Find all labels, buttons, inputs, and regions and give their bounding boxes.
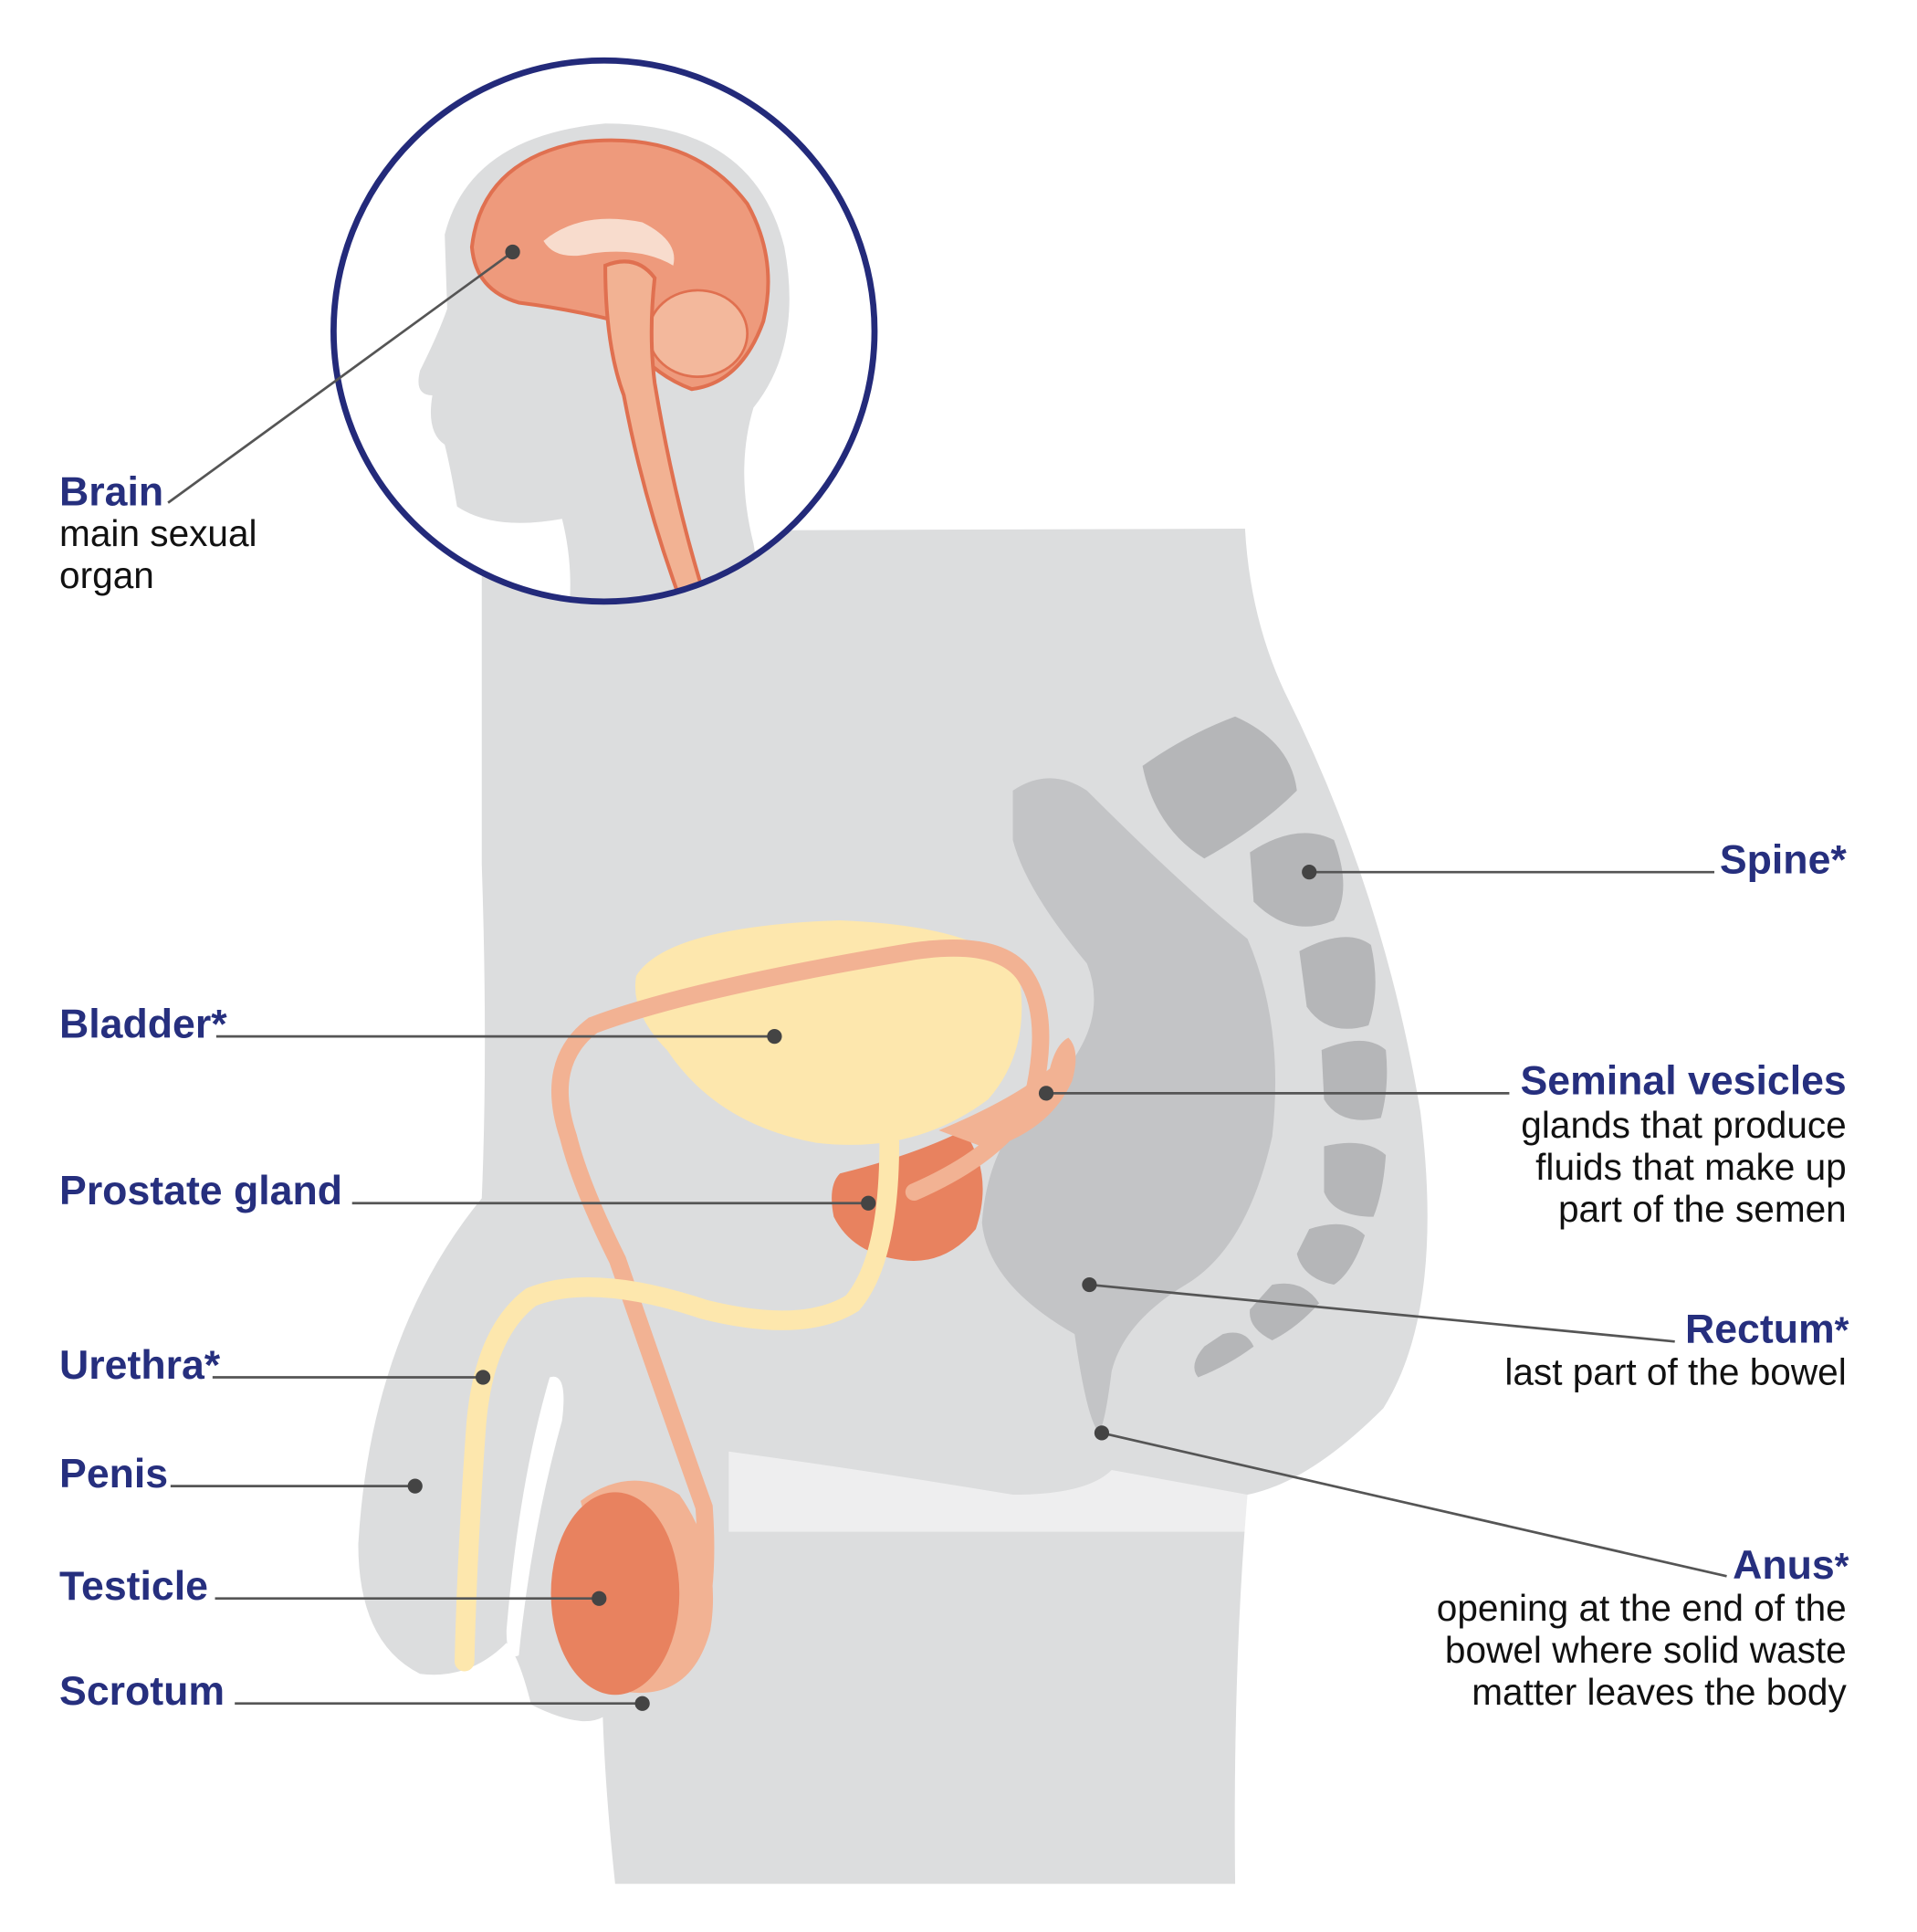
testicle-shape	[550, 1492, 680, 1696]
label-anus-desc: matter leaves the body	[1472, 1671, 1847, 1713]
label-testicle: Testicle	[59, 1564, 208, 1609]
spine-vertebrae	[1142, 716, 1388, 1378]
leg-gap	[506, 1376, 564, 1657]
vas-deferens	[550, 939, 1050, 1652]
label-seminal-vesicles-desc: part of the semen	[1558, 1188, 1847, 1230]
label-brain-desc: main sexual	[59, 512, 257, 554]
label-anus-desc: bowel where solid waste	[1445, 1629, 1847, 1671]
seminal-vesicle-shape	[938, 1037, 1076, 1150]
label-brain-title: Brain	[59, 469, 163, 514]
brainstem-spinal-cord	[603, 259, 705, 593]
cerebellum-shape	[647, 289, 749, 378]
label-brain-desc: organ	[59, 554, 154, 596]
urethra-tube	[455, 1132, 900, 1672]
label-urethra: Urethra*	[59, 1343, 221, 1388]
label-anus-desc: opening at the end of the	[1437, 1587, 1847, 1629]
label-rectum-title: Rectum*	[1685, 1307, 1849, 1352]
thigh-edge	[728, 1451, 1248, 1532]
corpus-callosum	[543, 218, 675, 266]
rectum-shape	[981, 778, 1276, 1433]
label-prostate: Prostate gland	[59, 1169, 342, 1213]
label-anus-title: Anus*	[1733, 1543, 1849, 1588]
label-penis: Penis	[59, 1452, 168, 1496]
label-scrotum: Scrotum	[59, 1669, 225, 1714]
label-seminal-vesicles-desc: fluids that make up	[1535, 1146, 1847, 1188]
label-bladder: Bladder*	[59, 1002, 227, 1046]
leader-lines	[167, 244, 1727, 1711]
label-seminal-vesicles-desc: glands that produce	[1521, 1104, 1846, 1146]
label-rectum-desc: last part of the bowel	[1504, 1351, 1846, 1393]
bladder-shape	[634, 919, 1022, 1145]
label-spine: Spine*	[1720, 838, 1848, 883]
brain-zoom-circle	[330, 57, 878, 605]
label-seminal-vesicles-title: Seminal vesicles	[1521, 1059, 1847, 1104]
